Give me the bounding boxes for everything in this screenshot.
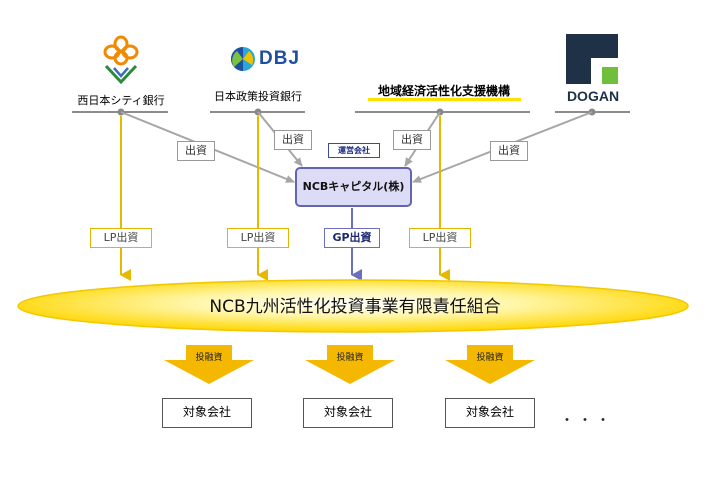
target-company: 対象会社 [303, 398, 393, 428]
investment-label: 出資 [274, 130, 312, 150]
loan-investment-label: 投融資 [476, 353, 504, 363]
loan-investment-arrow [445, 345, 535, 384]
nishi-nippon-logo [100, 34, 142, 84]
more-ellipsis: ・・・ [560, 413, 614, 429]
investor-name: 西日本シティ銀行 [77, 94, 165, 107]
loan-investment-label: 投融資 [336, 353, 364, 363]
fund-ellipse [17, 279, 689, 333]
gp-company-box: NCBキャピタル(株) [295, 167, 412, 207]
loan-investment-arrow [164, 345, 254, 384]
revic-underline [368, 98, 521, 101]
target-company: 対象会社 [445, 398, 535, 428]
investment-label: 出資 [177, 141, 215, 161]
dogan-logo [566, 34, 618, 84]
dbj-logo-text: DBJ [259, 48, 301, 69]
target-company: 対象会社 [162, 398, 252, 428]
investor-name: 日本政策投資銀行 [214, 90, 302, 103]
investment-label: 出資 [490, 141, 528, 161]
investor-name: DOGAN [566, 88, 620, 104]
lp-investment-label: LP出資 [409, 228, 471, 248]
loan-investment-label: 投融資 [195, 353, 223, 363]
investment-label: 出資 [393, 130, 431, 150]
fund-name: NCB九州活性化投資事業有限責任組合 [209, 297, 501, 317]
dbj-logo [229, 45, 257, 73]
lp-investment-label: LP出資 [90, 228, 152, 248]
investor-name: 地域経済活性化支援機構 [377, 84, 510, 98]
management-company-tag: 運営会社 [328, 143, 380, 158]
gp-investment-label: GP出資 [324, 228, 380, 248]
lp-investment-label: LP出資 [227, 228, 289, 248]
loan-investment-arrow [305, 345, 395, 384]
